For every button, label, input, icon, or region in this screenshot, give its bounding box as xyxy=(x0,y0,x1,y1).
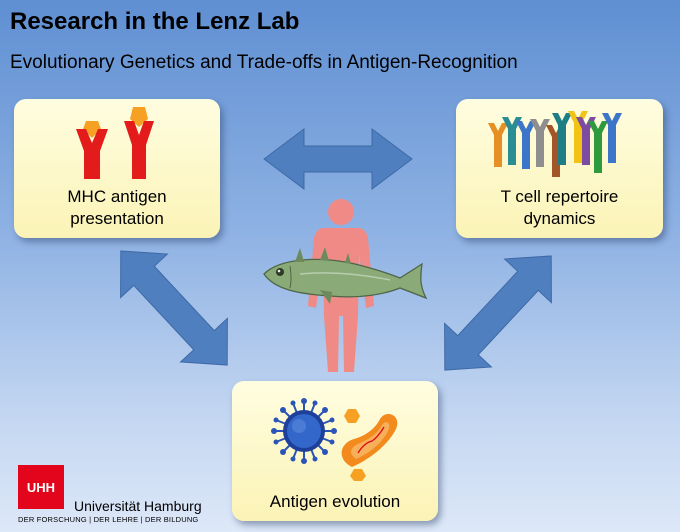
t-cell-receptors-icon xyxy=(488,111,622,177)
horizontal-double-arrow xyxy=(263,128,413,190)
mhc-label-line1: MHC antigen xyxy=(67,187,167,206)
mhc-molecule-icon xyxy=(76,107,154,179)
antigen-label: Antigen evolution xyxy=(269,492,401,511)
left-double-arrow xyxy=(120,250,228,366)
tcell-label-line2: dynamics xyxy=(523,209,596,228)
university-tagline: DER FORSCHUNG | DER LEHRE | DER BILDUNG xyxy=(18,515,199,524)
tcell-label-line1: T cell repertoire xyxy=(500,187,619,206)
peptide-icon xyxy=(344,409,360,423)
virus-icon xyxy=(271,398,337,464)
university-wordmark: Universität Hamburg xyxy=(74,498,202,514)
slide-subtitle: Evolutionary Genetics and Trade-offs in … xyxy=(10,52,518,73)
peptide-icon-2 xyxy=(350,469,366,481)
mhc-box: MHC antigen presentation xyxy=(14,99,220,238)
right-double-arrow xyxy=(444,255,552,371)
antigen-box: Antigen evolution xyxy=(232,381,438,521)
bacterium-icon xyxy=(341,414,398,467)
slide-title: Research in the Lenz Lab xyxy=(10,8,300,35)
tcell-box: T cell repertoire dynamics xyxy=(456,99,663,238)
university-logo-icon: UHH xyxy=(18,465,64,509)
antigen-icons xyxy=(271,398,398,481)
stickleback-fish-icon xyxy=(263,247,428,304)
mhc-label-line2: presentation xyxy=(70,209,164,228)
